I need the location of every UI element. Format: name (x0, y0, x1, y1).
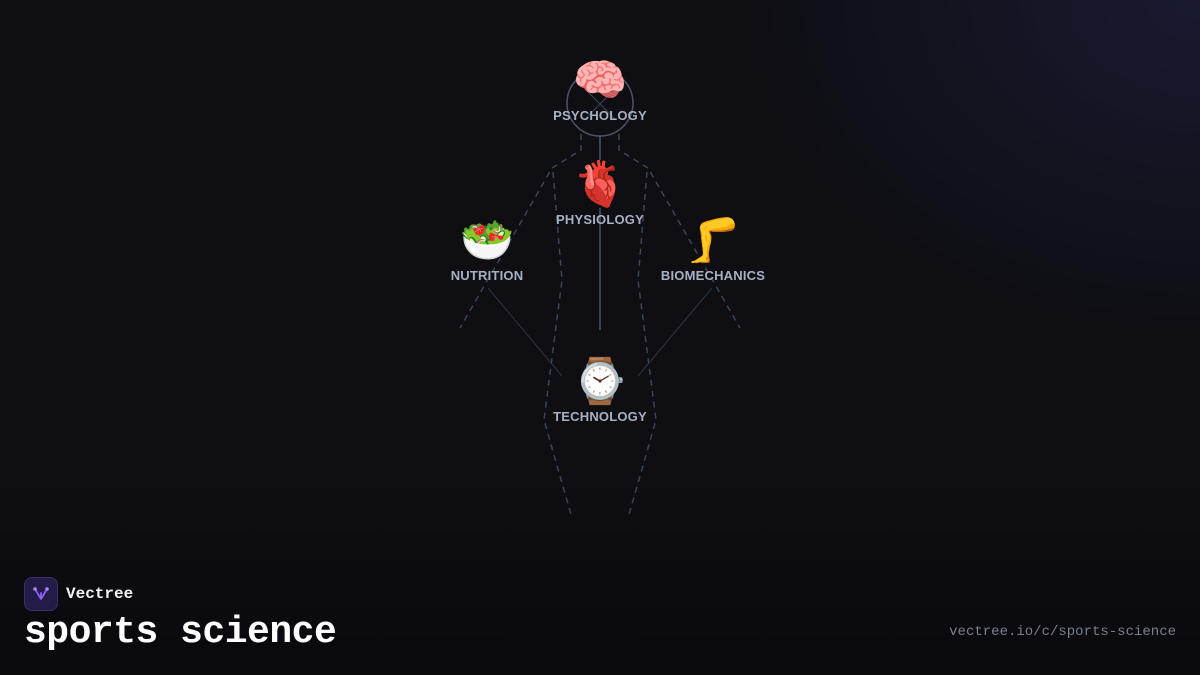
node-label: NUTRITION (450, 268, 524, 283)
head-cross-lines (583, 87, 617, 121)
brain-icon: 🧠 (572, 55, 628, 106)
leg-icon: 🦵 (685, 215, 741, 266)
connector-nutrition-technology (487, 287, 563, 377)
salad-icon: 🥗 (459, 215, 515, 266)
page-title: sports science (24, 611, 337, 654)
node-biomechanics[interactable]: 🦵 BIOMECHANICS (660, 215, 766, 284)
page-url[interactable]: vectree.io/c/sports-science (949, 624, 1176, 640)
connector-biomechanics-technology (637, 287, 713, 377)
node-label: PSYCHOLOGY (553, 108, 647, 123)
brand-name: Vectree (66, 585, 134, 603)
node-physiology[interactable]: 🫀 PHYSIOLOGY (556, 159, 644, 228)
body-outline-left (459, 134, 582, 519)
node-psychology[interactable]: 🧠 PSYCHOLOGY (553, 55, 647, 124)
node-label: BIOMECHANICS (660, 268, 766, 283)
node-technology[interactable]: ⌚ TECHNOLOGY (553, 356, 647, 425)
body-outline-right (618, 134, 741, 519)
node-label: TECHNOLOGY (553, 409, 647, 424)
vectree-logo-icon (24, 577, 58, 611)
node-nutrition[interactable]: 🥗 NUTRITION (450, 215, 524, 284)
node-label: PHYSIOLOGY (556, 212, 644, 227)
heart-icon: 🫀 (572, 159, 628, 210)
brand[interactable]: Vectree (24, 577, 133, 611)
watch-icon: ⌚ (572, 356, 628, 407)
